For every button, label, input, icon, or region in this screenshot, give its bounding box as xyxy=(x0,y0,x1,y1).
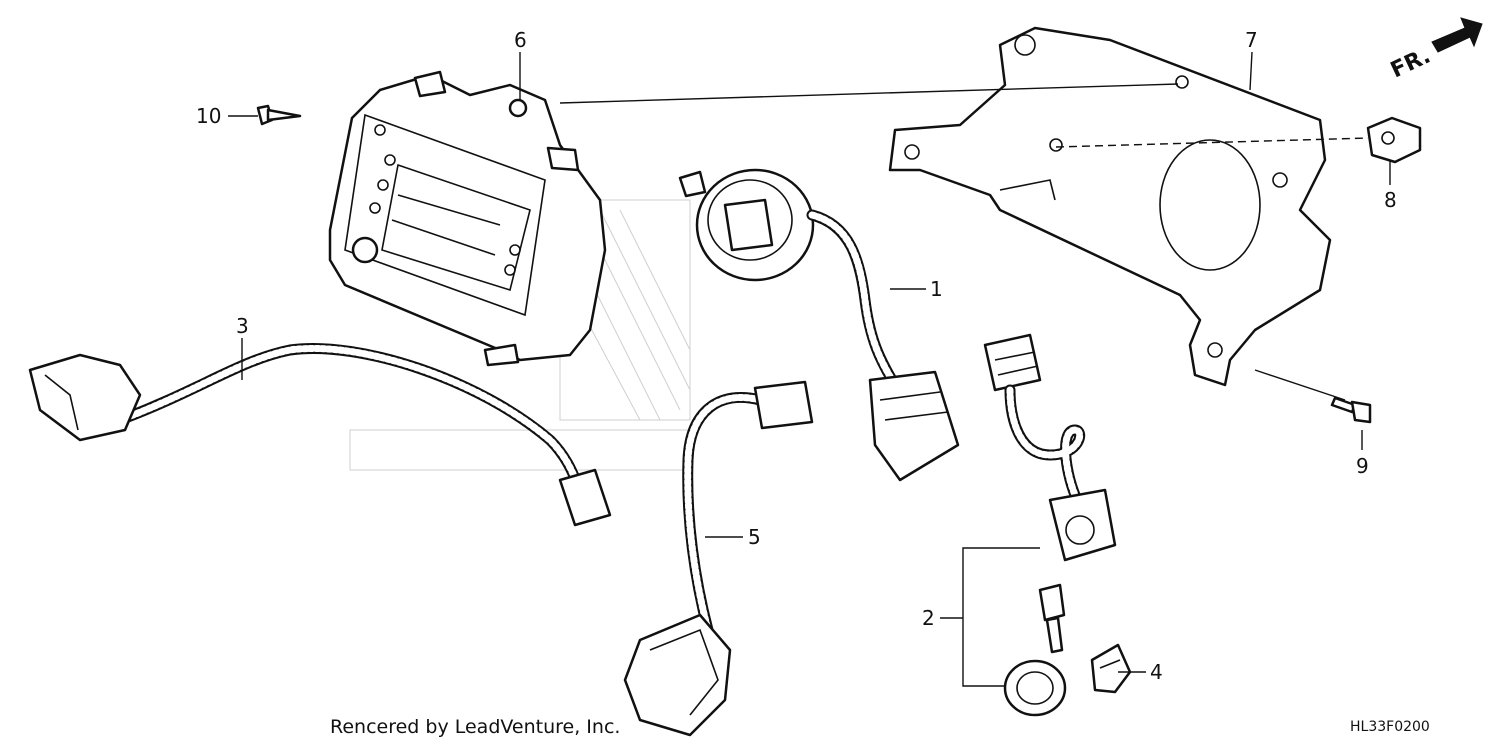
meter-bracket-part[interactable] xyxy=(888,26,1332,387)
bolt-part[interactable] xyxy=(1330,396,1372,424)
callout-4: 4 xyxy=(1150,660,1163,684)
callout-10: 10 xyxy=(196,104,221,128)
clip-nut-part[interactable] xyxy=(1366,116,1422,164)
callout-7: 7 xyxy=(1245,28,1258,52)
callout-numbers: 1 2 3 4 5 6 7 8 9 10 xyxy=(196,28,1397,684)
diagram-code: HL33F0200 xyxy=(1350,719,1430,735)
meter-unit-part[interactable] xyxy=(328,70,607,367)
socket-harness-part[interactable] xyxy=(678,168,960,482)
callout-3: 3 xyxy=(236,314,249,338)
callout-8: 8 xyxy=(1384,188,1397,212)
front-direction-label: FR. xyxy=(1387,44,1434,84)
callout-5: 5 xyxy=(748,525,761,549)
front-direction-indicator: FR. xyxy=(1387,17,1483,84)
ignition-switch-part[interactable] xyxy=(983,333,1117,717)
key-cover-part[interactable] xyxy=(1090,643,1132,694)
callout-1: 1 xyxy=(930,277,943,301)
callout-9: 9 xyxy=(1356,454,1369,478)
callout-2: 2 xyxy=(922,606,935,630)
screw-part[interactable] xyxy=(256,104,302,126)
leader-lines xyxy=(228,51,1391,687)
wire-harness-part[interactable] xyxy=(28,342,612,527)
socket-cord-part[interactable] xyxy=(623,380,814,737)
callout-6: 6 xyxy=(514,28,527,52)
front-arrow-icon xyxy=(1431,17,1483,53)
footer-credit: Rencered by LeadVenture, Inc. xyxy=(330,716,620,738)
